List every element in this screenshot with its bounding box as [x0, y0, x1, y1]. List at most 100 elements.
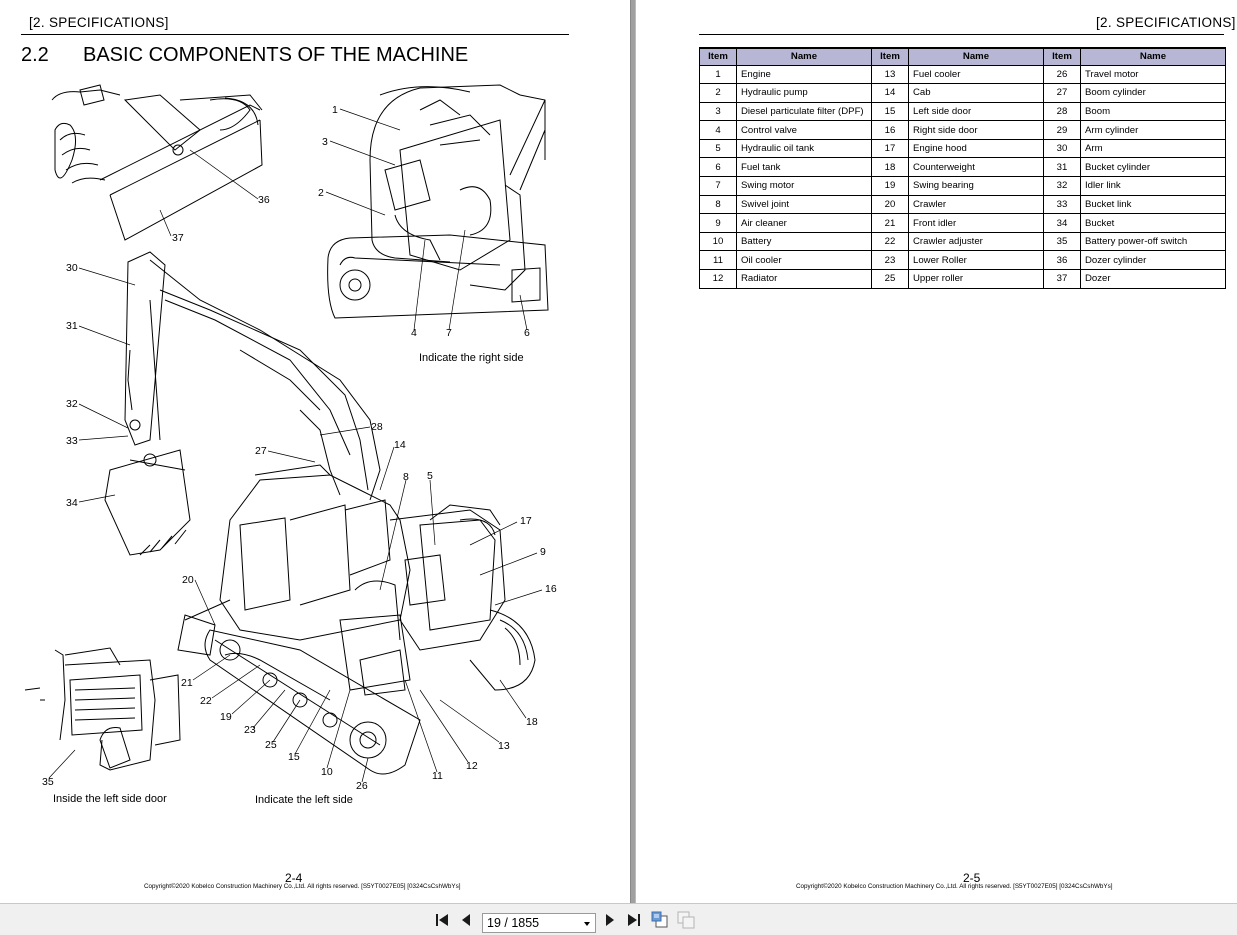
callout-8: 8	[403, 471, 409, 483]
callout-numbers: 1 3 2 4 7 6 36 37 30 31 32 33 34 28 14 2…	[42, 104, 557, 792]
callout-13: 13	[498, 740, 510, 752]
caption-left-side: Indicate the left side	[255, 794, 353, 806]
header-rule	[21, 34, 569, 35]
fit-width-icon[interactable]	[676, 910, 696, 930]
item-number-cell: 5	[699, 138, 737, 159]
item-number-cell: 3	[699, 101, 737, 122]
machine-illustration: 1 3 2 4 7 6 36 37 30 31 32 33 34 28 14 2…	[24, 84, 557, 792]
item-number-cell: 34	[1043, 213, 1081, 233]
fit-page-icon[interactable]	[650, 910, 670, 930]
dozer-detail-drawing	[51, 84, 263, 241]
last-page-icon[interactable]	[624, 910, 644, 930]
callout-20: 20	[182, 574, 194, 586]
callout-30: 30	[66, 262, 78, 274]
callout-6: 6	[524, 327, 530, 339]
column-header-item: Item	[699, 47, 737, 66]
item-number-cell: 2	[699, 83, 737, 103]
item-number-cell: 20	[871, 194, 909, 215]
component-name-cell: Control valve	[736, 120, 872, 140]
component-name-cell: Air cleaner	[736, 213, 872, 233]
table-header-row: Item Name Item Name Item Name	[699, 47, 1226, 66]
item-number-cell: 18	[871, 157, 909, 178]
item-number-cell: 32	[1043, 176, 1081, 196]
component-name-cell: Lower Roller	[908, 250, 1044, 271]
item-number-cell: 4	[699, 120, 737, 140]
callout-28: 28	[371, 421, 383, 433]
component-name-cell: Arm	[1080, 138, 1226, 159]
item-number-cell: 13	[871, 64, 909, 85]
callout-19: 19	[220, 711, 232, 723]
viewer-toolbar: 19 / 1855	[0, 903, 1237, 935]
first-page-icon[interactable]	[432, 910, 452, 930]
callout-leader-lines	[48, 108, 543, 783]
caption-right-side: Indicate the right side	[419, 352, 524, 364]
section-title-text: BASIC COMPONENTS OF THE MACHINE	[83, 44, 469, 66]
component-name-cell: Right side door	[908, 120, 1044, 140]
item-number-cell: 16	[871, 120, 909, 140]
previous-page-icon[interactable]	[456, 910, 476, 930]
page-number-selector[interactable]: 19 / 1855	[482, 913, 596, 933]
item-number-cell: 14	[871, 83, 909, 103]
column-header-item: Item	[1043, 47, 1081, 66]
item-number-cell: 1	[699, 64, 737, 85]
column-header-name: Name	[908, 47, 1044, 66]
callout-18: 18	[526, 716, 538, 728]
item-number-cell: 27	[1043, 83, 1081, 103]
component-name-cell: Bucket	[1080, 213, 1226, 233]
callout-34: 34	[66, 497, 78, 509]
callout-21: 21	[181, 677, 193, 689]
component-name-cell: Fuel tank	[736, 157, 872, 178]
next-page-icon[interactable]	[600, 910, 620, 930]
component-name-cell: Dozer	[1080, 269, 1226, 289]
column-header-name: Name	[1080, 47, 1226, 66]
page-gutter	[630, 0, 636, 903]
callout-36: 36	[258, 194, 270, 206]
item-number-cell: 10	[699, 231, 737, 252]
component-name-cell: Left side door	[908, 101, 1044, 122]
header-rule	[699, 34, 1224, 35]
component-name-cell: Cab	[908, 83, 1044, 103]
callout-32: 32	[66, 398, 78, 410]
callout-17: 17	[520, 515, 532, 527]
item-number-cell: 26	[1043, 64, 1081, 85]
callout-12: 12	[466, 760, 478, 772]
component-name-cell: Counterweight	[908, 157, 1044, 178]
page-number: 2-5	[963, 871, 981, 885]
callout-11: 11	[432, 770, 443, 782]
inside-left-door-drawing	[24, 647, 181, 771]
page-indicator: 19 / 1855	[487, 916, 540, 930]
column-header-name: Name	[736, 47, 872, 66]
component-name-cell: Idler link	[1080, 176, 1226, 196]
copyright-notice: Copyright©2020 Kobelco Construction Mach…	[796, 883, 1113, 890]
callout-33: 33	[66, 435, 78, 447]
callout-1: 1	[332, 104, 338, 116]
component-name-cell: Swivel joint	[736, 194, 872, 215]
component-name-cell: Engine	[736, 64, 872, 85]
item-number-cell: 36	[1043, 250, 1081, 271]
item-number-cell: 21	[871, 213, 909, 233]
item-number-cell: 35	[1043, 231, 1081, 252]
component-name-cell: Boom cylinder	[1080, 83, 1226, 103]
item-number-cell: 31	[1043, 157, 1081, 178]
callout-7: 7	[446, 327, 452, 339]
component-name-cell: Crawler adjuster	[908, 231, 1044, 252]
component-name-cell: Front idler	[908, 213, 1044, 233]
item-number-cell: 17	[871, 138, 909, 159]
component-name-cell: Oil cooler	[736, 250, 872, 271]
callout-9: 9	[540, 546, 546, 558]
component-name-cell: Swing motor	[736, 176, 872, 196]
column-header-item: Item	[871, 47, 909, 66]
callout-22: 22	[200, 695, 212, 707]
item-number-cell: 30	[1043, 138, 1081, 159]
caption-inside-left-door: Inside the left side door	[53, 793, 167, 805]
